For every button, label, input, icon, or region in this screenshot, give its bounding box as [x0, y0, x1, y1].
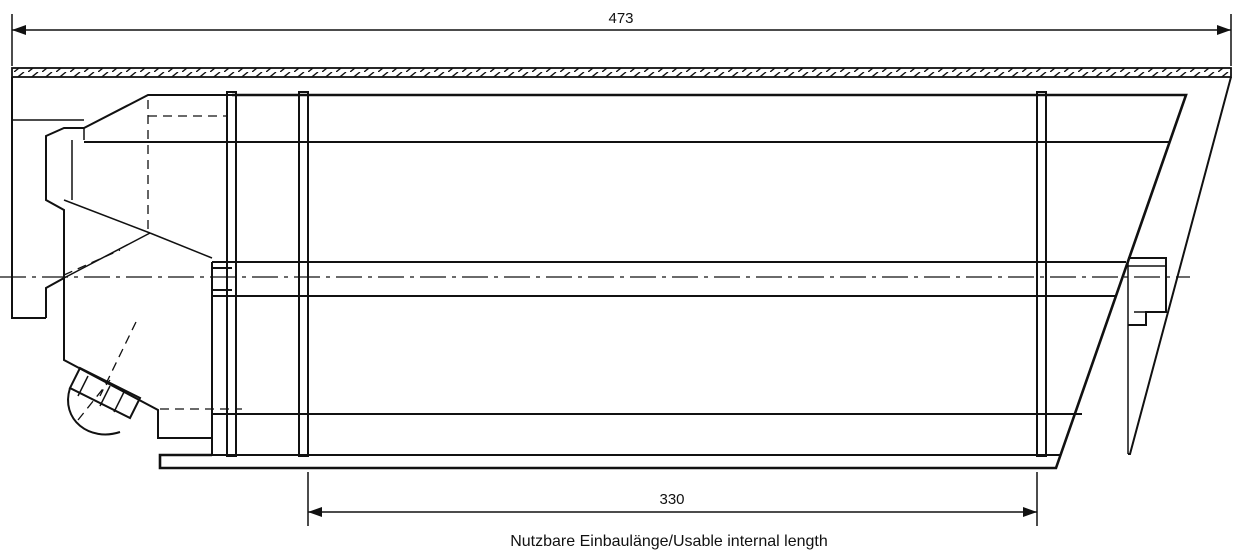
usable-length-label: 330 — [659, 491, 684, 508]
usable-length-dimension: 330 — [307, 472, 1038, 526]
rear-end-cap — [12, 94, 242, 439]
clamp-ring-3 — [1036, 91, 1047, 457]
mounting-plate — [11, 67, 1232, 78]
overall-length-dimension: 473 — [11, 10, 1232, 66]
housing-body — [84, 93, 1188, 470]
clamp-ring-1 — [226, 91, 237, 457]
clamp-rings — [226, 91, 1047, 457]
cable-gland-icon — [67, 366, 142, 436]
sunshield-outline — [11, 76, 1232, 455]
clamp-ring-2 — [298, 91, 309, 457]
usable-length-caption: Nutzbare Einbaulänge/Usable internal len… — [510, 533, 828, 550]
front-bracket — [1128, 257, 1167, 326]
overall-length-label: 473 — [608, 10, 633, 27]
